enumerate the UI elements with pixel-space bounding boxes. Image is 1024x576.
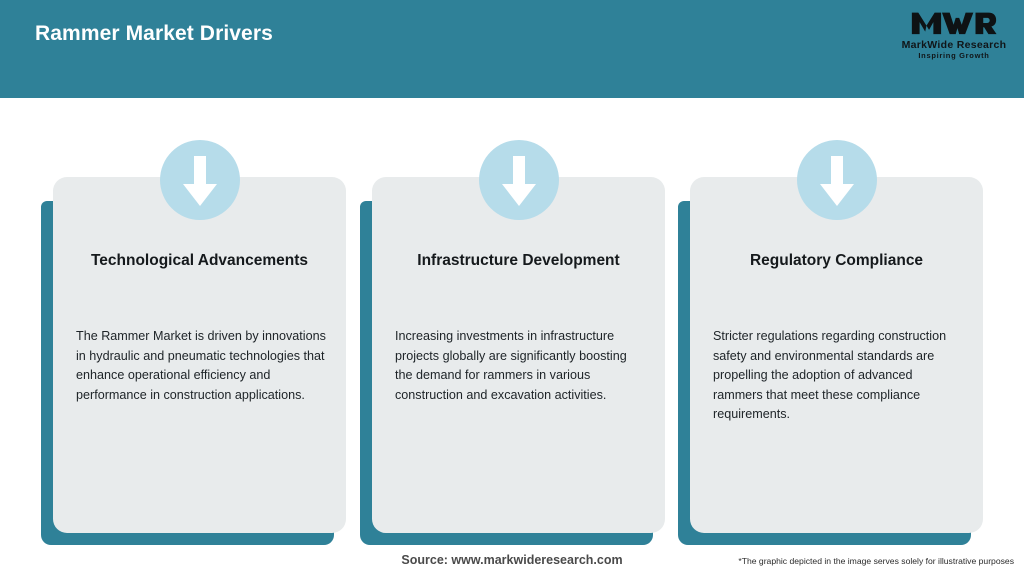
card-badge [159,140,240,220]
card-panel: Infrastructure Development Increasing in… [372,177,665,533]
disclaimer-note: *The graphic depicted in the image serve… [738,556,1014,566]
header-bar: Rammer Market Drivers MarkWide Research … [0,0,1024,98]
source-label: Source: www.markwideresearch.com [401,553,623,567]
brand-logo: MarkWide Research Inspiring Growth [898,8,1010,66]
card-title: Regulatory Compliance [749,252,924,269]
card-body: Increasing investments in infrastructure… [395,329,627,402]
card-title: Technological Advancements [90,252,309,269]
card-body: The Rammer Market is driven by innovatio… [76,329,326,402]
down-arrow-icon [501,156,536,206]
logo-company-name: MarkWide Research [901,39,1007,51]
card-badge [796,140,877,220]
card-title: Infrastructure Development [417,252,620,269]
card-panel: Technological Advancements The Rammer Ma… [53,177,346,533]
card-body: Stricter regulations regarding construct… [713,329,947,421]
mwr-logo-icon [911,12,997,35]
driver-card-3[interactable]: Regulatory Compliance Stricter regulatio… [678,140,983,545]
logo-tagline: Inspiring Growth [918,51,990,60]
driver-card-1[interactable]: Technological Advancements The Rammer Ma… [41,140,346,545]
card-badge [478,140,559,220]
down-arrow-icon [182,156,217,206]
card-panel: Regulatory Compliance Stricter regulatio… [690,177,983,533]
driver-card-2[interactable]: Infrastructure Development Increasing in… [360,140,665,545]
down-arrow-icon [819,156,854,206]
page-title: Rammer Market Drivers [35,22,273,45]
